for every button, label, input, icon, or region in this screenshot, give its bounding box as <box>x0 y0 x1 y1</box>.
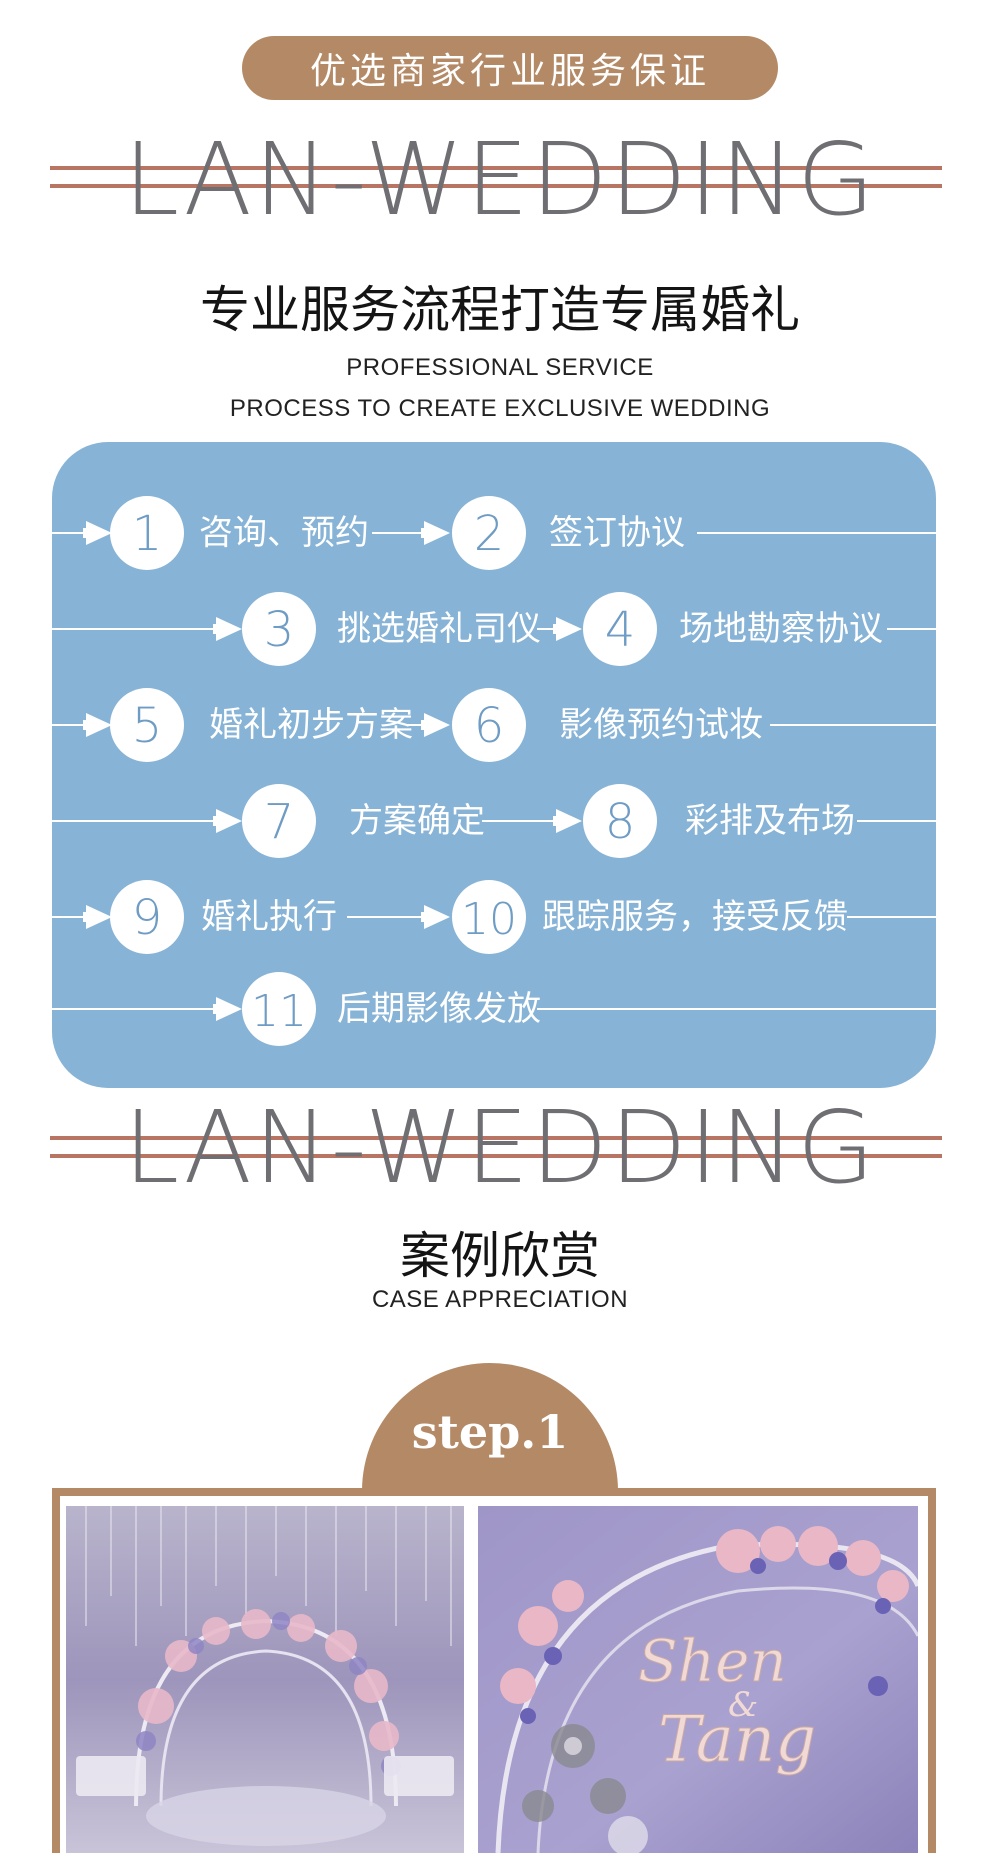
step-circle-11 <box>242 972 316 1046</box>
step-number-2: 2 <box>474 506 505 562</box>
step-circle-4 <box>583 592 657 666</box>
brand-line <box>50 1154 942 1158</box>
step-label-3: 挑选婚礼司仪 <box>337 609 541 649</box>
step-label-5: 婚礼初步方案 <box>209 705 413 745</box>
step-label-6: 影像预约试妆 <box>559 705 763 745</box>
step-circle-10 <box>452 880 526 954</box>
step-number-6: 6 <box>474 698 505 754</box>
step-circle-2 <box>452 496 526 570</box>
brand-line <box>50 1136 942 1140</box>
step-circle-8 <box>583 784 657 858</box>
step-label-4: 场地勘察协议 <box>679 609 883 649</box>
step-number-1: 1 <box>132 506 163 562</box>
step-number-8: 8 <box>605 794 636 850</box>
step-number-7: 7 <box>264 794 295 850</box>
step-circle-7 <box>242 784 316 858</box>
brand-line <box>50 184 942 188</box>
step-number-3: 3 <box>264 602 295 658</box>
cases-title: 案例欣赏 <box>400 1227 600 1285</box>
step-number-9: 9 <box>132 890 163 946</box>
brand-header-top: LAN-WEDDING <box>0 130 1000 230</box>
step-circle-5 <box>110 688 184 762</box>
svg-text:Tang: Tang <box>658 1703 816 1777</box>
process-subtitle-2: PROCESS TO CREATE EXCLUSIVE WEDDING <box>229 395 771 422</box>
step-label-2: 签订协议 <box>549 513 685 553</box>
svg-text:Shen: Shen <box>638 1627 787 1695</box>
step-circle-3 <box>242 592 316 666</box>
step-circle-6 <box>452 688 526 762</box>
process-title: 专业服务流程打造专属婚礼 <box>200 281 800 339</box>
step-circle-9 <box>110 880 184 954</box>
wedding-sign-photo-icon: Shen & Tang <box>478 1506 918 1853</box>
step-number-4: 4 <box>605 602 636 658</box>
step-label-10: 跟踪服务，接受反馈 <box>542 897 848 937</box>
step-badge: step.1 <box>362 1363 618 1491</box>
step-label-1: 咨询、预约 <box>199 513 369 553</box>
brand-wordmark: LAN-WEDDING <box>123 121 877 238</box>
process-subtitle-1: PROFESSIONAL SERVICE <box>346 354 654 381</box>
step-label-7: 方案确定 <box>349 801 485 841</box>
wedding-arch-photo-icon <box>66 1506 464 1853</box>
step-label-9: 婚礼执行 <box>201 897 337 937</box>
step-circle-1 <box>110 496 184 570</box>
brand-header-bottom: LAN-WEDDING <box>0 1098 1000 1198</box>
step-number-5: 5 <box>132 698 163 754</box>
step-number-11: 11 <box>251 986 307 1037</box>
service-guarantee-banner: 优选商家行业服务保证 <box>242 36 778 100</box>
brand-line <box>50 166 942 170</box>
brand-wordmark: LAN-WEDDING <box>123 1089 877 1206</box>
process-flow-graphic: 1 2 3 4 5 6 7 8 9 10 11 <box>52 496 936 1046</box>
step-number-10: 10 <box>461 894 517 945</box>
process-flow-panel: 1 2 3 4 5 6 7 8 9 10 11 咨询、预约 签订协议挑选婚礼司仪 场地勘察协议婚礼初步方… <box>52 442 936 1088</box>
step-label-8: 彩排及布场 <box>685 801 855 841</box>
step-label-11: 后期影像发放 <box>337 989 541 1029</box>
svg-text:&: & <box>728 1685 758 1725</box>
cases-subtitle: CASE APPRECIATION <box>371 1286 629 1313</box>
